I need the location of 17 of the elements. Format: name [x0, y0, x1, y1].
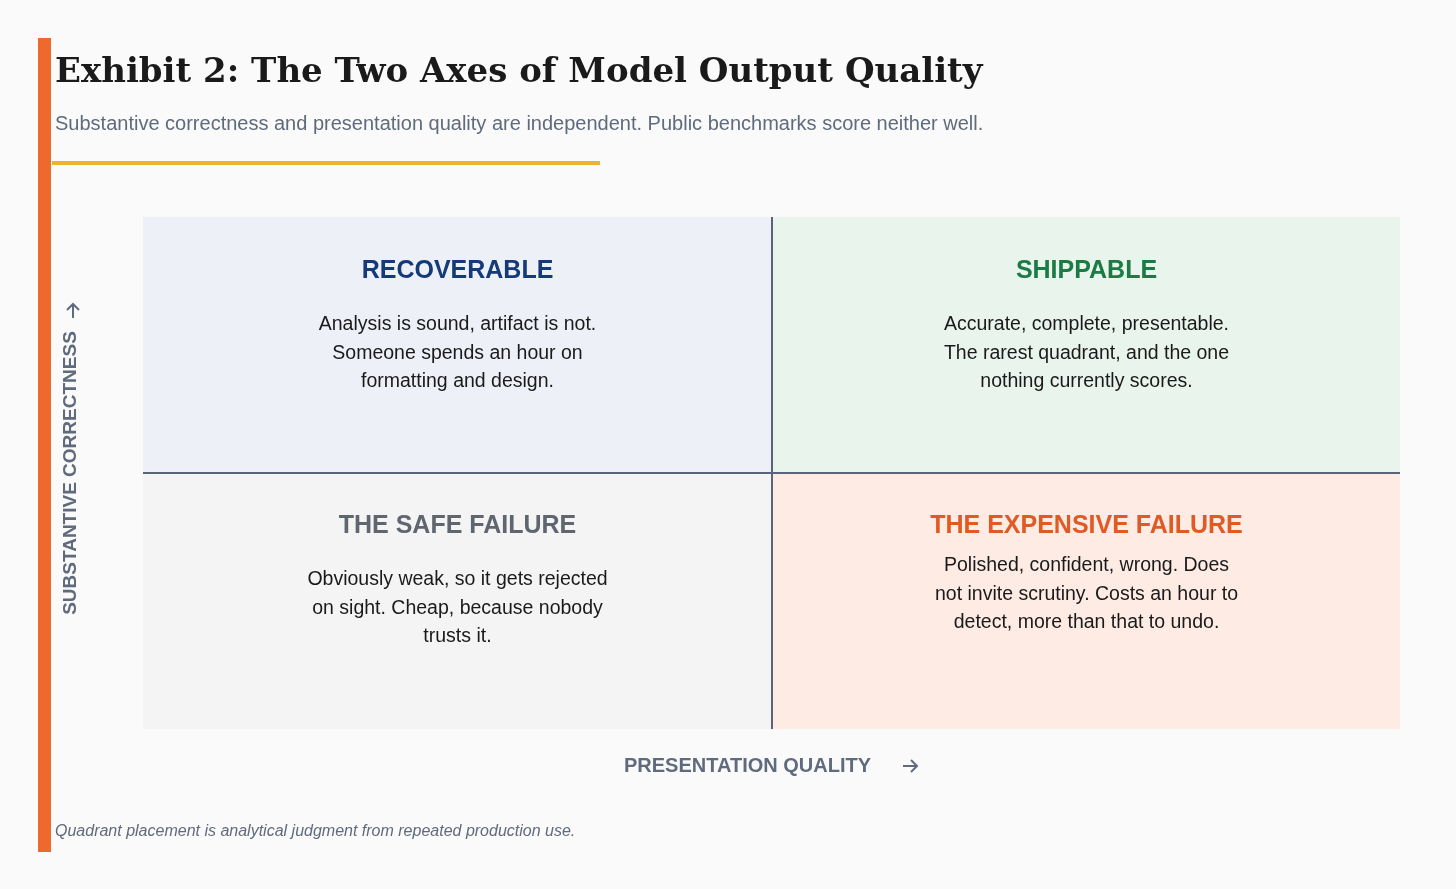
subtitle: Substantive correctness and presentation quality are independent. Public benchmarks score neither well.: [55, 112, 984, 135]
quadrant-heading: RECOVERABLE: [360, 255, 555, 284]
quadrant-heading: THE EXPENSIVE FAILURE: [929, 510, 1244, 539]
quadrant-panel: [143, 474, 772, 729]
footnote: Quadrant placement is analytical judgment from repeated production use.: [55, 822, 576, 840]
axis-label: PRESENTATION QUALITY: [624, 754, 872, 777]
title: Exhibit 2: The Two Axes of Model Output Quality: [55, 50, 983, 90]
quadrant-heading: THE SAFE FAILURE: [337, 510, 578, 539]
axis-label: SUBSTANTIVE CORRECTNESS: [59, 330, 81, 617]
quadrant-description: Accurate, complete, presentable. The rarest quadrant, and the one nothing currently scores.: [942, 311, 1231, 393]
quadrant-heading: SHIPPABLE: [1014, 255, 1159, 284]
quadrant-description: Obviously weak, so it gets rejected on sight. Cheap, because nobody trusts it.: [306, 566, 609, 648]
quadrant-description: Analysis is sound, artifact is not. Someone spends an hour on formatting and design.: [317, 311, 598, 393]
quadrant-panel: [773, 217, 1400, 473]
quadrant-panel: [773, 474, 1400, 729]
quadrant-description: Polished, confident, wrong. Does not invite scrutiny. Costs an hour to detect, more than that to undo.: [933, 552, 1240, 634]
quadrant-panel: [143, 217, 772, 473]
